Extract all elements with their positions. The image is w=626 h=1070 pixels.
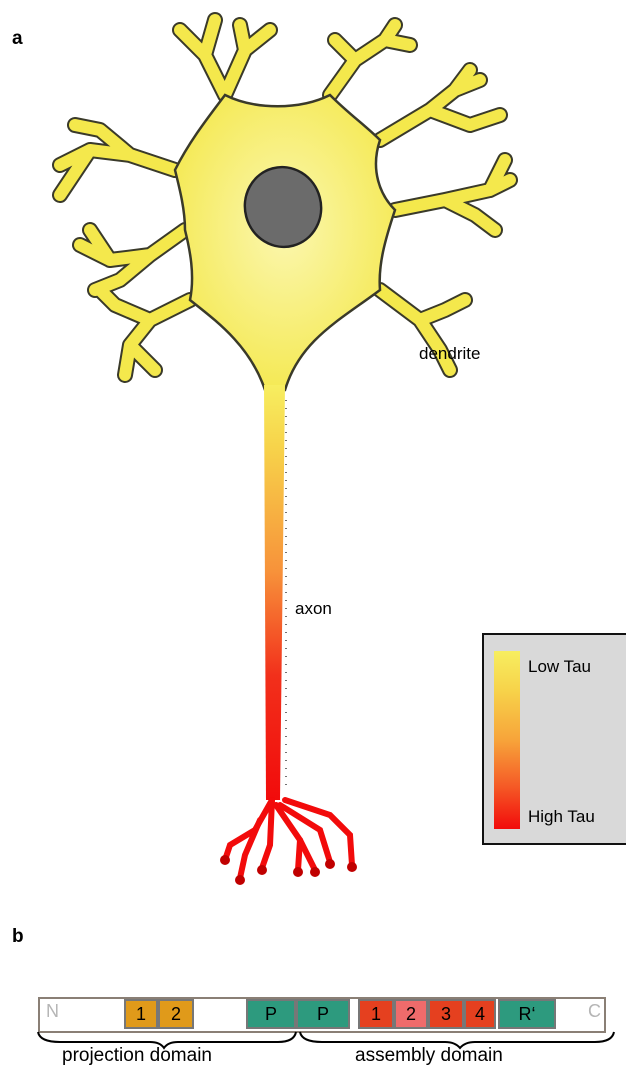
domain-segment-repeat-2: 2 <box>394 999 428 1029</box>
domain-segment-pseudo-repeat: R‘ <box>498 999 556 1029</box>
legend-low-label: Low Tau <box>528 657 591 677</box>
domain-segment-insert-1: 1 <box>124 999 158 1029</box>
domain-segment-repeat-1: 1 <box>358 999 394 1029</box>
n-terminus-label: N <box>46 1001 59 1022</box>
projection-domain-label: projection domain <box>62 1045 212 1067</box>
axon <box>264 385 285 800</box>
assembly-domain-label: assembly domain <box>355 1045 503 1067</box>
domain-segment-proline-rich-2: P <box>296 999 350 1029</box>
axon-label: axon <box>295 599 332 619</box>
domain-segment-repeat-3: 3 <box>428 999 464 1029</box>
legend-high-label: High Tau <box>528 807 595 827</box>
domain-segment-insert-2: 2 <box>158 999 194 1029</box>
panel-b-label: b <box>12 926 24 948</box>
dendrite-label: dendrite <box>419 344 480 364</box>
domain-segment-proline-rich-1: P <box>246 999 296 1029</box>
c-terminus-label: C <box>588 1001 601 1022</box>
tau-legend: Low Tau High Tau <box>482 633 626 845</box>
domain-segment-repeat-4: 4 <box>464 999 496 1029</box>
tau-gradient-bar <box>494 651 520 829</box>
